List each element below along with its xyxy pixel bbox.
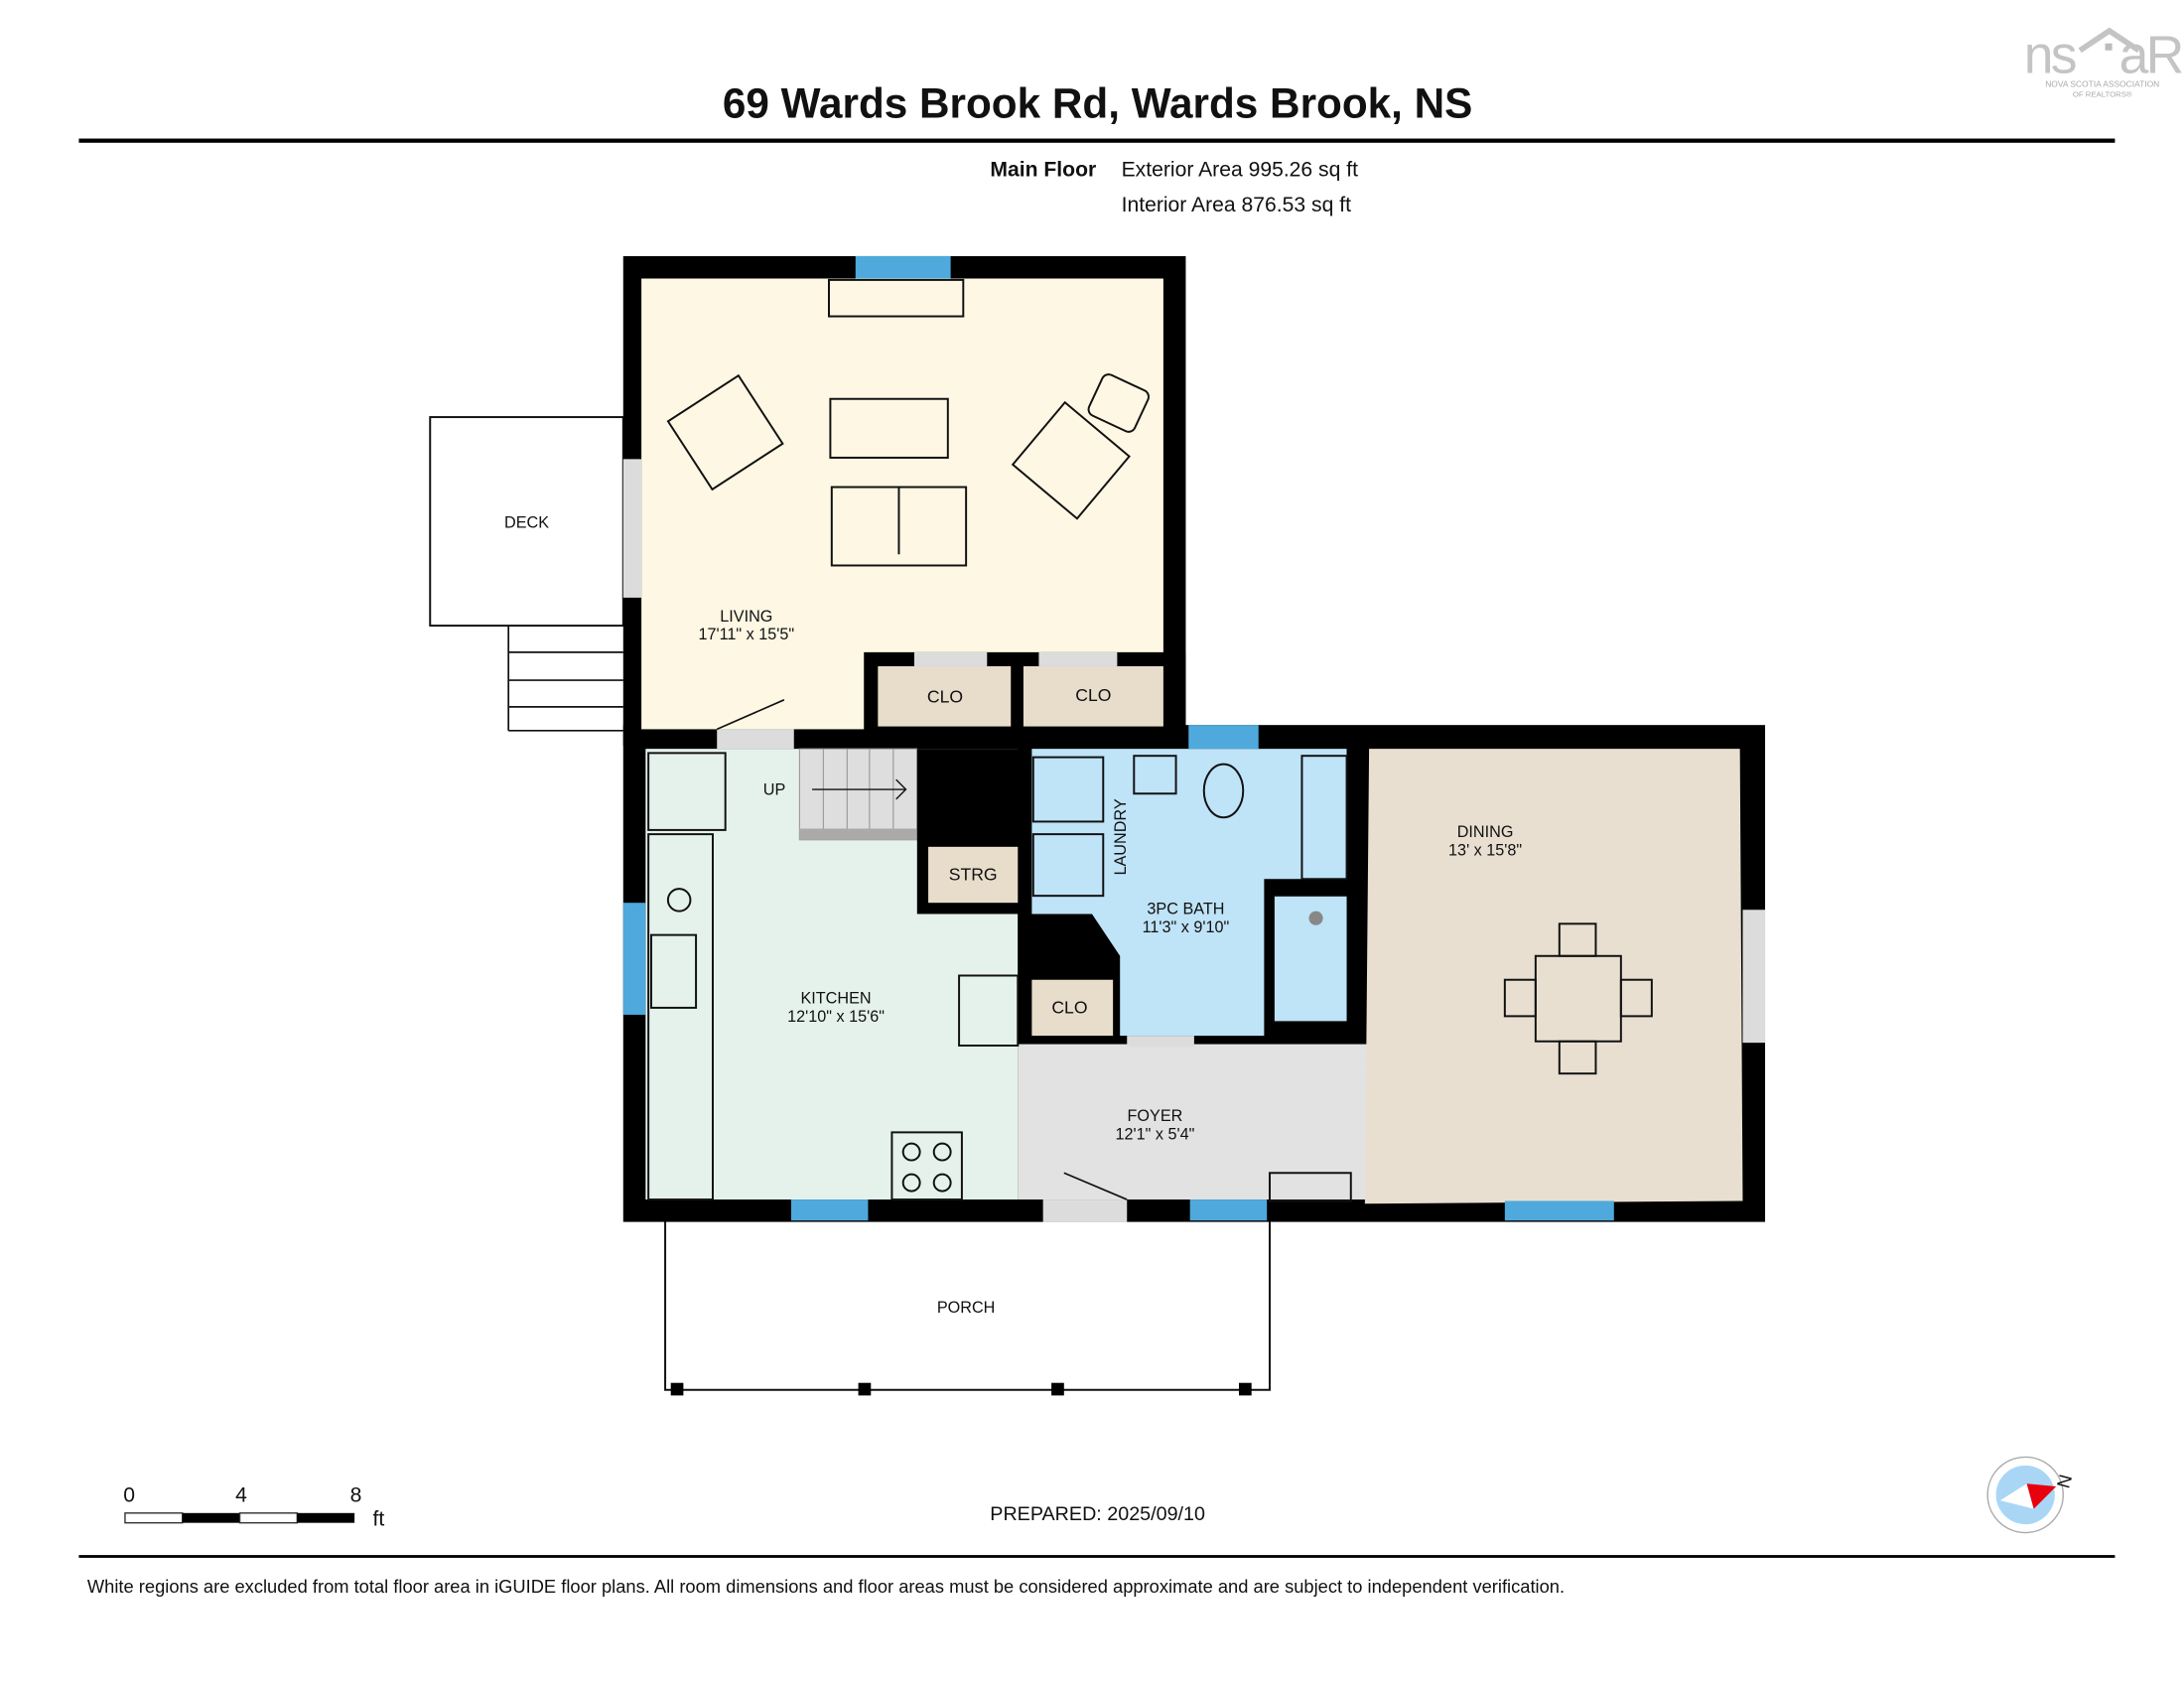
deck-stairs	[507, 626, 623, 732]
front-door	[1042, 1199, 1128, 1222]
bath-dims: 11'3" x 9'10"	[1143, 918, 1230, 936]
compass-north-label: N	[2052, 1473, 2076, 1490]
header-rule	[78, 138, 2116, 143]
svg-text:OF REALTORS®: OF REALTORS®	[2073, 89, 2132, 98]
svg-text:NOVA SCOTIA ASSOCIATION: NOVA SCOTIA ASSOCIATION	[2045, 78, 2159, 88]
window	[1504, 1200, 1614, 1221]
svg-text:0: 0	[123, 1484, 135, 1507]
foyer-dims: 12'1" x 5'4"	[1116, 1125, 1195, 1143]
deck-door	[622, 459, 642, 598]
stairs-label: UP	[763, 781, 786, 799]
footer-rule	[78, 1555, 2116, 1558]
window	[855, 255, 951, 279]
closet-3-label: CLO	[1051, 998, 1087, 1018]
disclaimer: White regions are excluded from total fl…	[87, 1576, 1565, 1597]
living-kitchen-door	[717, 729, 794, 750]
nsar-logo: ns aR NOVA SCOTIA ASSOCIATION OF REALTOR…	[2024, 26, 2184, 98]
dining-label: DINING	[1457, 823, 1514, 841]
svg-text:ns: ns	[2024, 26, 2076, 84]
bath-label: 3PC BATH	[1147, 900, 1224, 917]
window	[622, 903, 646, 1015]
stairs-arrow-icon	[812, 778, 907, 800]
exterior-area: Exterior Area 995.26 sq ft	[1122, 159, 1359, 182]
window	[1189, 1199, 1268, 1221]
svg-text:ft: ft	[372, 1507, 384, 1530]
closet-2-label: CLO	[1075, 685, 1111, 705]
room-dining	[1364, 749, 1743, 1204]
window	[1188, 725, 1259, 750]
compass-icon: N	[1986, 1456, 2076, 1534]
scale-bar: 0 4 8 ft	[123, 1484, 384, 1531]
floor-name: Main Floor	[990, 159, 1096, 182]
interior-area: Interior Area 876.53 sq ft	[1122, 194, 1351, 216]
room-storage	[928, 846, 1019, 904]
room-closet-1	[878, 665, 1012, 727]
kitchen-dims: 12'10" x 15'6"	[787, 1008, 885, 1026]
porch: PORCH	[664, 1220, 1272, 1396]
living-label: LIVING	[720, 608, 772, 626]
page-title: 69 Wards Brook Rd, Wards Brook, NS	[723, 79, 1472, 126]
deck: DECK	[429, 416, 624, 732]
laundry-label: LAUNDRY	[1112, 798, 1130, 875]
porch-label: PORCH	[937, 1299, 996, 1317]
dining-dims: 13' x 15'8"	[1448, 841, 1522, 859]
living-dims: 17'11" x 15'5"	[698, 626, 794, 643]
stairs	[798, 748, 918, 841]
room-closet-3	[1031, 979, 1114, 1037]
dining-side-door	[1742, 910, 1766, 1044]
foyer-label: FOYER	[1128, 1107, 1183, 1125]
svg-text:8: 8	[350, 1484, 362, 1507]
window	[790, 1199, 869, 1221]
svg-text:4: 4	[235, 1484, 247, 1507]
room-closet-2	[1023, 665, 1163, 727]
kitchen-label: KITCHEN	[800, 990, 871, 1008]
prepared-date: PREPARED: 2025/09/10	[990, 1503, 1205, 1525]
furniture	[647, 278, 1653, 1202]
storage-label: STRG	[949, 865, 998, 885]
deck-label: DECK	[504, 513, 549, 531]
svg-text:aR: aR	[2119, 26, 2183, 84]
closet-1-label: CLO	[927, 687, 963, 707]
